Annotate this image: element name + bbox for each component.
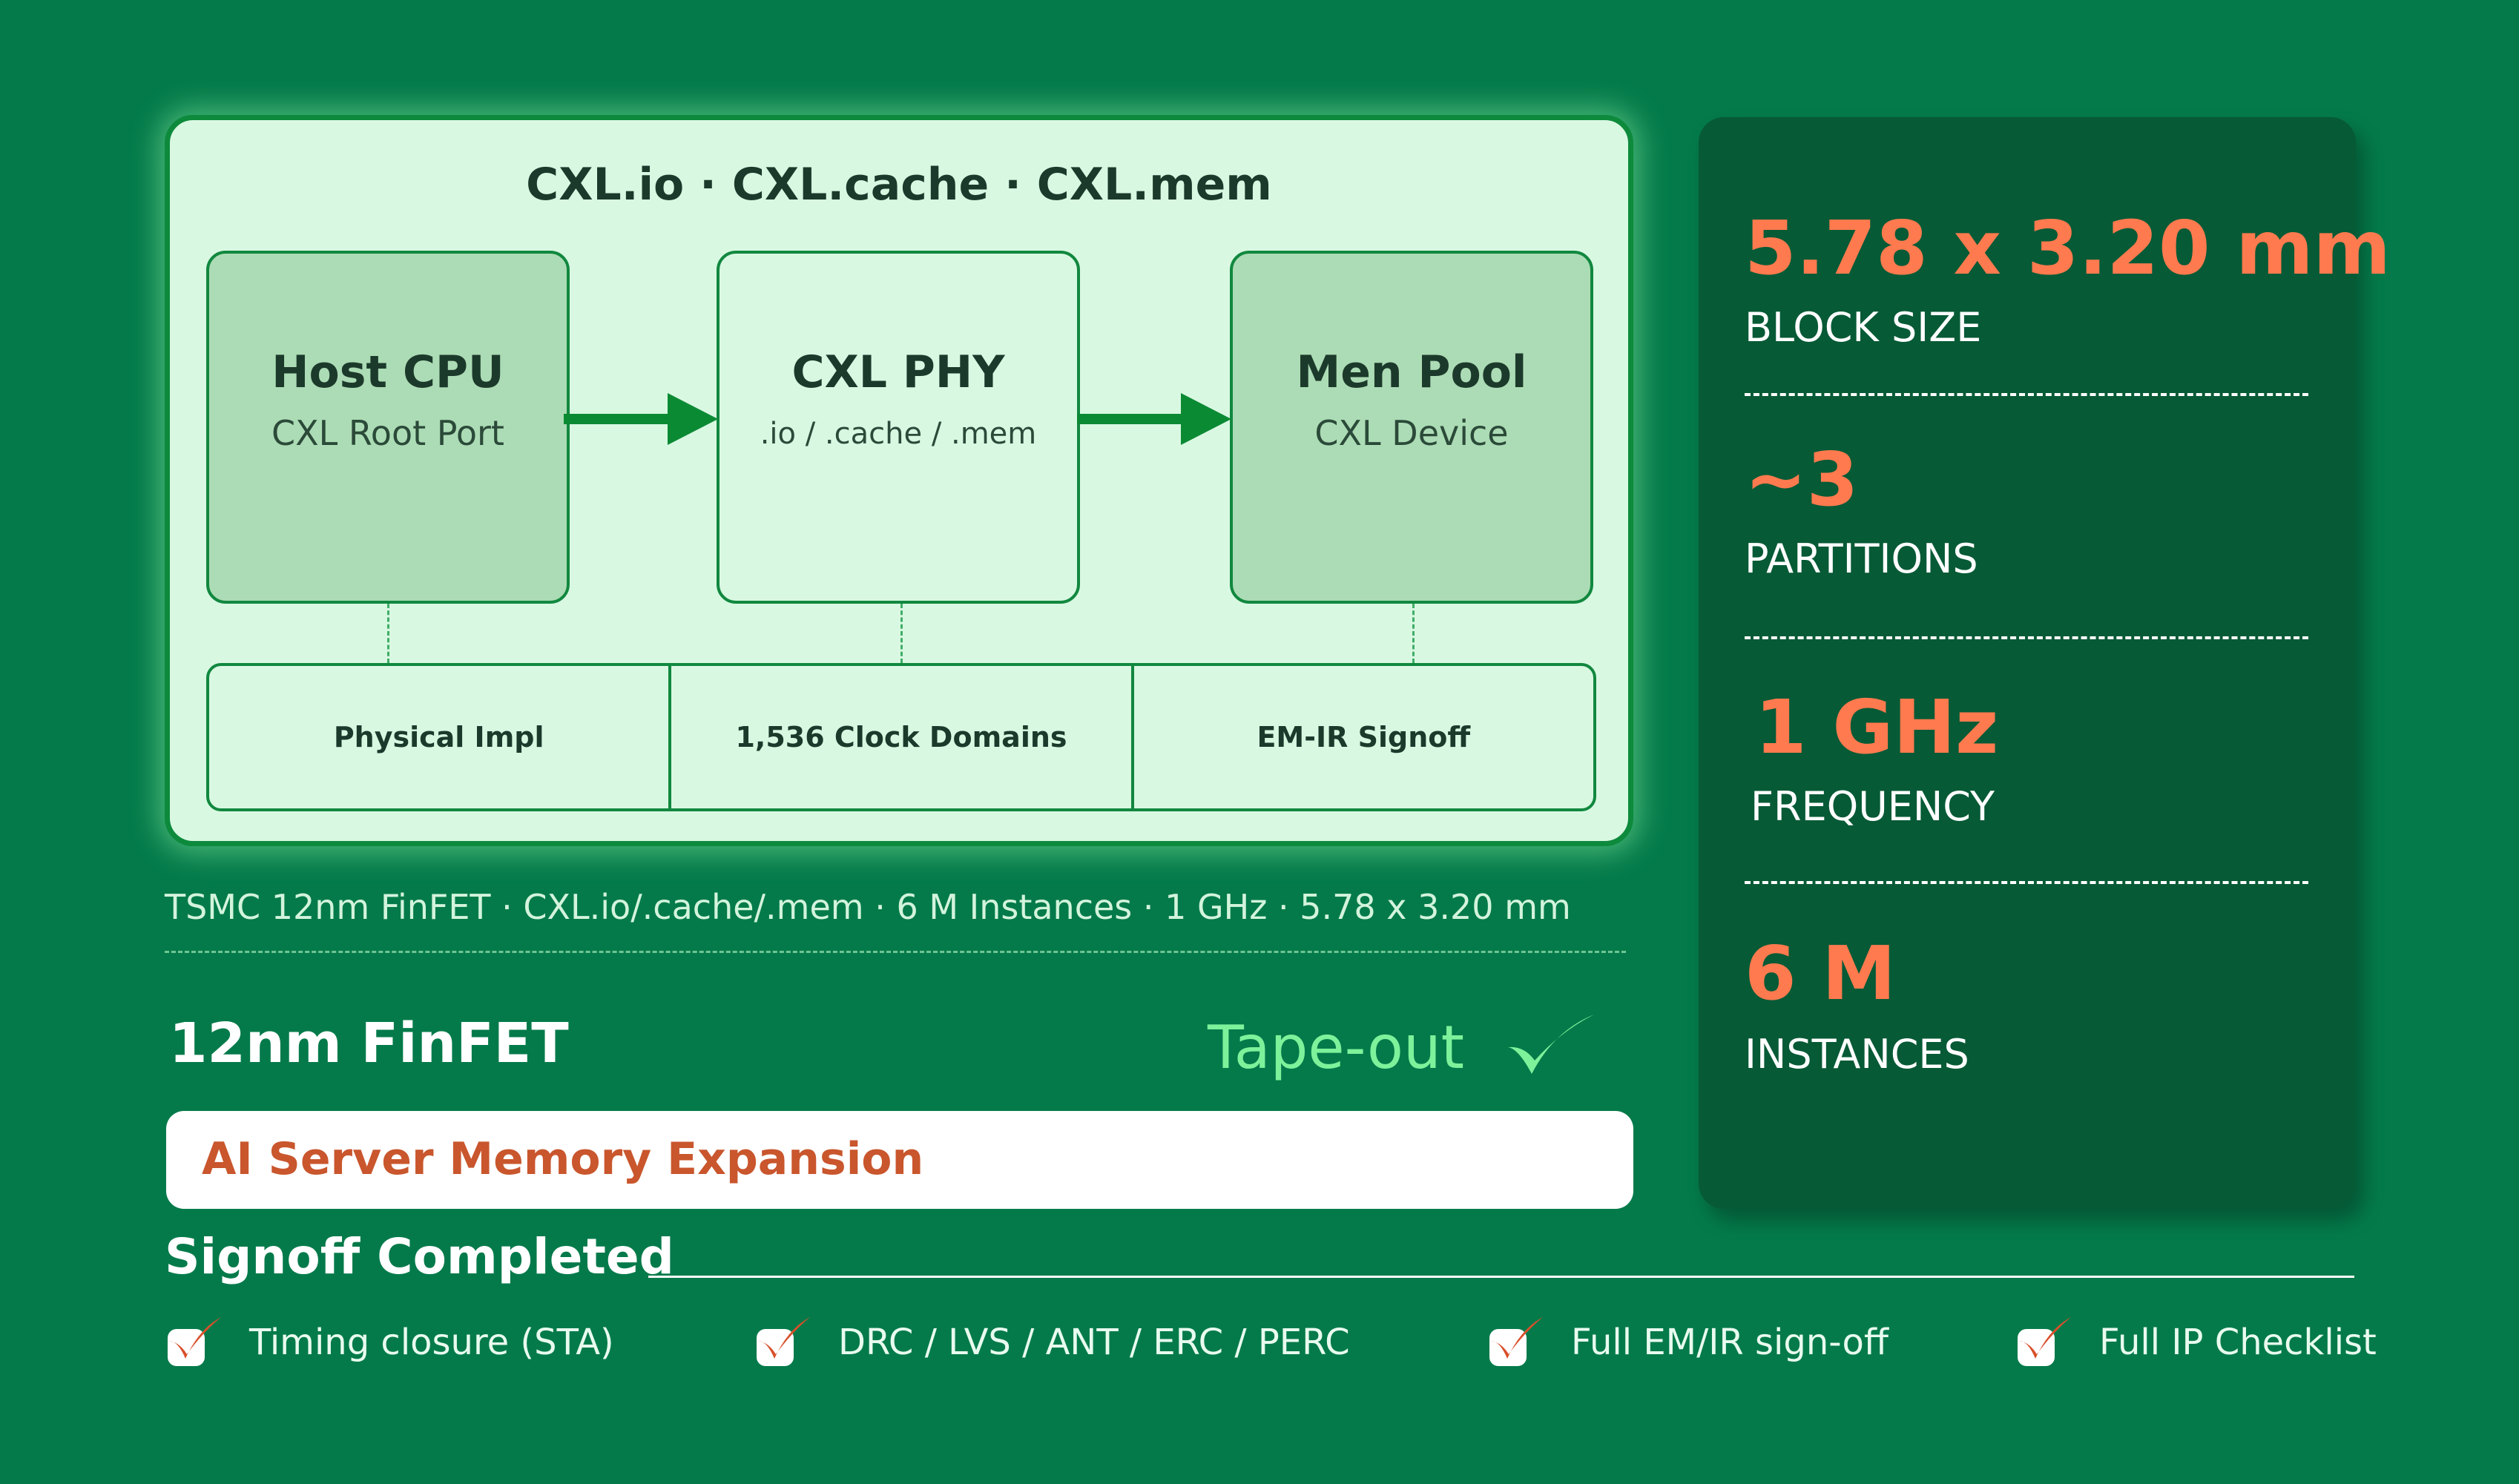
tapeout-label: Tape-out <box>1208 1013 1465 1082</box>
strip-cell-physical-impl: Physical Impl <box>333 721 544 753</box>
signoff-item: Timing closure (STA) <box>165 1313 614 1372</box>
application-text: AI Server Memory Expansion <box>202 1133 924 1185</box>
divider <box>1745 393 2308 396</box>
implementation-strip: Physical Impl 1,536 Clock Domains EM-IR … <box>206 663 1596 811</box>
signoff-item: Full IP Checklist <box>2015 1313 2377 1372</box>
stat-frequency-value: 1 GHz <box>1755 684 1999 771</box>
signoff-item: Full EM/IR sign-off <box>1486 1313 1889 1372</box>
application-banner: AI Server Memory Expansion <box>166 1111 1633 1209</box>
block-cxl-phy-title: CXL PHY <box>791 346 1005 398</box>
check-badge-icon <box>1489 1317 1543 1366</box>
connector-line <box>387 604 389 663</box>
block-cxl-phy-subtitle: .io / .cache / .mem <box>760 417 1037 451</box>
strip-cell-clock-domains: 1,536 Clock Domains <box>668 666 1130 808</box>
divider <box>648 1276 2354 1278</box>
check-badge-icon <box>2018 1317 2071 1366</box>
signoff-item-label: DRC / LVS / ANT / ERC / PERC <box>838 1322 1350 1363</box>
divider <box>1745 636 2308 639</box>
check-badge-icon <box>757 1317 810 1366</box>
connector-line <box>1412 604 1415 663</box>
signoff-item-label: Full EM/IR sign-off <box>1571 1322 1889 1363</box>
signoff-item-label: Timing closure (STA) <box>249 1322 614 1363</box>
stat-block-size-value: 5.78 x 3.20 mm <box>1745 205 2391 291</box>
stat-instances-value: 6 M <box>1745 930 1896 1017</box>
strip-cell-em-ir-signoff: EM-IR Signoff <box>1130 666 1593 808</box>
stat-partitions-value: ~3 <box>1745 436 1859 523</box>
arrow-right-icon <box>564 393 718 445</box>
stat-frequency-label: FREQUENCY <box>1751 783 1995 830</box>
block-host-cpu-subtitle: CXL Root Port <box>271 413 504 453</box>
block-mem-pool-title: Men Pool <box>1296 346 1527 398</box>
diagram-title: CXL.io · CXL.cache · CXL.mem <box>526 159 1272 211</box>
block-cxl-phy: CXL PHY .io / .cache / .mem <box>717 251 1080 604</box>
block-mem-pool: Men Pool CXL Device <box>1230 251 1593 604</box>
divider <box>1745 881 2308 884</box>
stat-block-size-label: BLOCK SIZE <box>1745 304 1982 351</box>
stats-panel <box>1699 117 2356 1209</box>
divider <box>165 951 1626 953</box>
stat-instances-label: INSTANCES <box>1745 1031 1969 1078</box>
check-badge-icon <box>168 1317 221 1366</box>
signoff-item-label: Full IP Checklist <box>2099 1322 2377 1363</box>
signoff-title: Signoff Completed <box>165 1228 674 1285</box>
spec-summary: TSMC 12nm FinFET · CXL.io/.cache/.mem · … <box>165 887 1571 927</box>
block-host-cpu-title: Host CPU <box>271 346 504 398</box>
process-node: 12nm FinFET <box>169 1012 569 1075</box>
connector-line <box>900 604 903 663</box>
checkmark-icon <box>1508 1015 1594 1074</box>
signoff-item: DRC / LVS / ANT / ERC / PERC <box>754 1313 1350 1372</box>
arrow-right-icon <box>1077 393 1231 445</box>
stat-partitions-label: PARTITIONS <box>1745 535 1978 582</box>
block-host-cpu: Host CPU CXL Root Port <box>206 251 570 604</box>
block-mem-pool-subtitle: CXL Device <box>1314 413 1509 453</box>
